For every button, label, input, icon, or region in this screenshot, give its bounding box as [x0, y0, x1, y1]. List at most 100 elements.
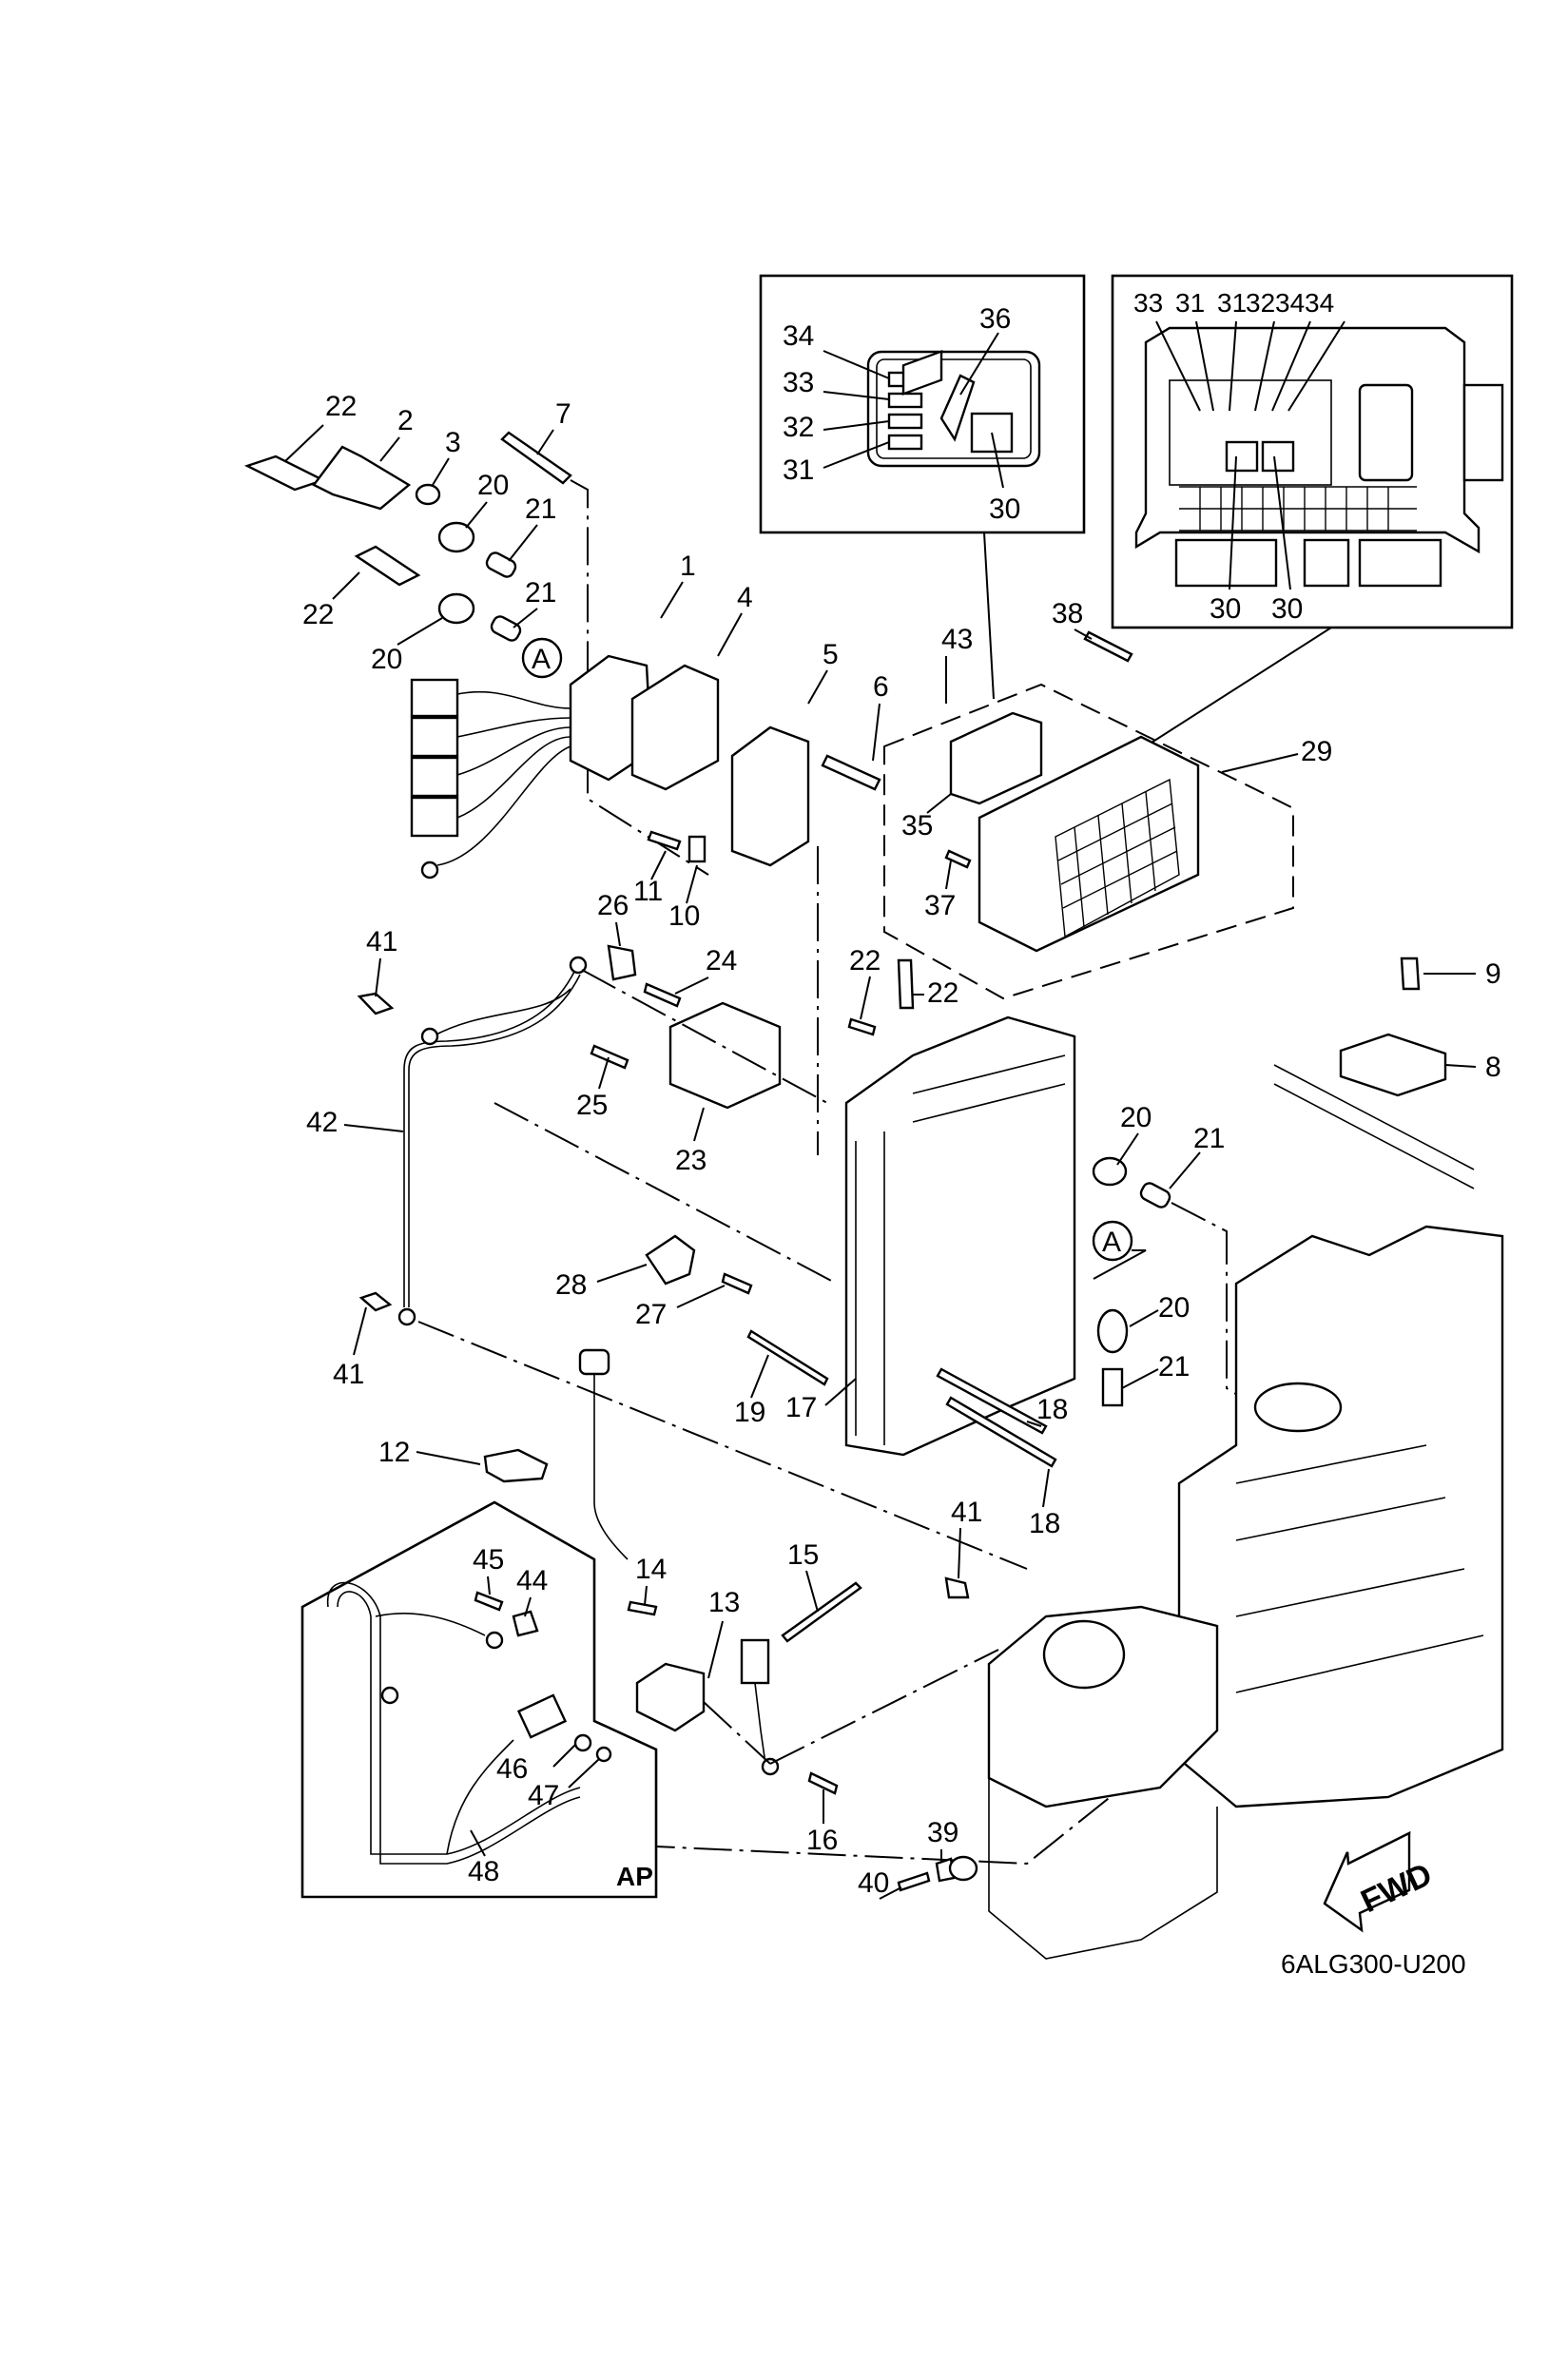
assembly-line — [581, 969, 828, 1104]
leader — [707, 1620, 724, 1679]
inset-right-pointer — [1140, 627, 1332, 750]
wire — [456, 726, 571, 776]
collar-21a — [485, 551, 517, 578]
inset-left-pointer — [983, 532, 995, 700]
assembly-line — [417, 1321, 1028, 1570]
ap-option-box: 45 44 46 47 48 AP — [300, 1500, 658, 1899]
ap-label: AP — [616, 1862, 653, 1891]
callout-inset-left-34: 34 — [783, 320, 814, 352]
callout-22: 22 — [849, 945, 881, 976]
bracket-cluster: 22 2 3 7 20 21 21 22 20 — [243, 391, 709, 876]
bolt-22a — [243, 454, 327, 492]
grommet-20b — [437, 592, 475, 625]
panel-body — [844, 1015, 1076, 1457]
connector-cover-28 — [645, 1234, 696, 1286]
ecu-lower-connector-1 — [1174, 538, 1278, 588]
sub-ecu-35 — [949, 711, 1043, 805]
clamp-39-ring — [948, 1855, 978, 1882]
callout-2: 2 — [397, 405, 414, 436]
nut-46 — [573, 1733, 592, 1752]
callout-15: 15 — [787, 1539, 819, 1571]
fuse-slot-31 — [887, 434, 923, 451]
callout-48: 48 — [468, 1856, 499, 1887]
callout-41: 41 — [333, 1359, 364, 1390]
callout-inset-left-30: 30 — [989, 493, 1020, 525]
grommet-20d — [1096, 1308, 1129, 1354]
grommet-20a — [437, 521, 475, 553]
leader — [379, 436, 400, 462]
leader — [284, 424, 324, 462]
callout-24: 24 — [706, 945, 737, 976]
ecu-assembly-outline — [883, 683, 1294, 1000]
clip-8 — [1339, 1033, 1447, 1097]
bolt-14 — [627, 1600, 658, 1616]
leader — [959, 332, 999, 396]
bolt-41b — [358, 1291, 393, 1312]
leader — [1221, 753, 1299, 773]
bolt-22c — [847, 1017, 877, 1036]
fwd-arrow-face — [1323, 1831, 1411, 1933]
assembly-line — [769, 1649, 999, 1765]
assembly-line — [570, 479, 709, 876]
callout-21: 21 — [525, 493, 556, 525]
leader — [508, 524, 538, 562]
callout-35: 35 — [901, 810, 933, 841]
leader — [926, 793, 952, 814]
reference-mark-label: A — [532, 644, 551, 675]
ignition-coil-assembly: 1 4 5 6 11 10 — [410, 551, 889, 1155]
callout-inset-right-31b: 31 — [1217, 288, 1247, 318]
ecu-fuse-30-a — [1225, 440, 1259, 473]
collar-21b — [490, 615, 522, 642]
leader — [615, 921, 621, 947]
crankcase — [1177, 1225, 1504, 1808]
leader — [807, 669, 828, 705]
engine-block — [987, 1225, 1504, 1960]
leader — [1026, 1421, 1042, 1427]
ring-terminal — [569, 956, 588, 975]
forward-direction-arrow: FWD — [1323, 1830, 1438, 1933]
leader — [375, 957, 381, 997]
reference-mark-a-top: A — [521, 637, 563, 679]
label-43 — [901, 350, 943, 396]
callout-1: 1 — [680, 551, 696, 582]
leader — [823, 420, 890, 431]
leader — [1229, 320, 1237, 412]
leader — [717, 612, 743, 657]
leader — [991, 432, 1004, 489]
callout-inset-left-31: 31 — [783, 454, 814, 486]
fuse-holder — [516, 1693, 568, 1739]
wire — [456, 717, 571, 738]
callout-3: 3 — [445, 427, 461, 458]
callout-22: 22 — [927, 977, 958, 1009]
leader — [686, 864, 698, 904]
leader — [1271, 320, 1311, 412]
leader — [1444, 1064, 1477, 1068]
clip-10 — [687, 835, 707, 863]
screw-38 — [1083, 630, 1133, 663]
callout-inset-right-30b: 30 — [1271, 593, 1303, 625]
callout-38: 38 — [1052, 598, 1083, 629]
bolt-45 — [474, 1591, 504, 1612]
leader — [596, 1264, 648, 1283]
callout-27: 27 — [635, 1299, 667, 1330]
cable-tie-19 — [746, 1329, 829, 1386]
hose — [1273, 1083, 1475, 1189]
leader — [1287, 320, 1345, 412]
leader — [958, 1527, 961, 1579]
callout-47: 47 — [528, 1780, 559, 1811]
wire — [456, 736, 571, 819]
block-detail — [1235, 1497, 1446, 1541]
leader — [1121, 1368, 1159, 1389]
callout-inset-right-34b: 34 — [1305, 288, 1334, 318]
intake-manifold — [988, 1778, 1218, 1960]
block-detail — [1235, 1444, 1427, 1484]
clamp-12 — [483, 1448, 549, 1483]
callout-23: 23 — [675, 1145, 707, 1176]
washer-47 — [595, 1746, 612, 1763]
leader — [650, 850, 667, 880]
callout-18: 18 — [1036, 1394, 1068, 1425]
battery-cable-branch — [375, 1612, 486, 1636]
leader — [397, 617, 443, 646]
callout-43: 43 — [941, 624, 973, 655]
callout-28: 28 — [555, 1269, 587, 1301]
